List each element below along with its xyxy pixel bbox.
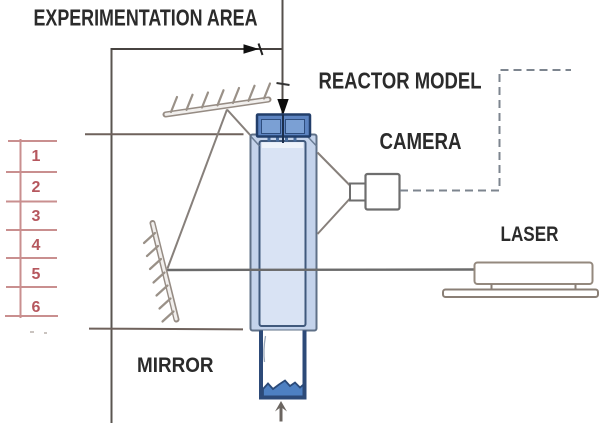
svg-text:CAMERA: CAMERA — [380, 128, 462, 154]
svg-text:EXPERIMENTATION AREA: EXPERIMENTATION AREA — [34, 5, 258, 31]
svg-text:MIRROR: MIRROR — [137, 354, 214, 377]
svg-text:5: 5 — [32, 266, 41, 283]
svg-text:4: 4 — [32, 237, 41, 254]
svg-text:REACTOR MODEL: REACTOR MODEL — [319, 68, 482, 94]
svg-text:2: 2 — [32, 179, 41, 196]
svg-text:6: 6 — [32, 299, 41, 316]
svg-text:1: 1 — [32, 148, 41, 165]
svg-text:LASER: LASER — [501, 223, 559, 246]
svg-text:3: 3 — [32, 208, 41, 225]
